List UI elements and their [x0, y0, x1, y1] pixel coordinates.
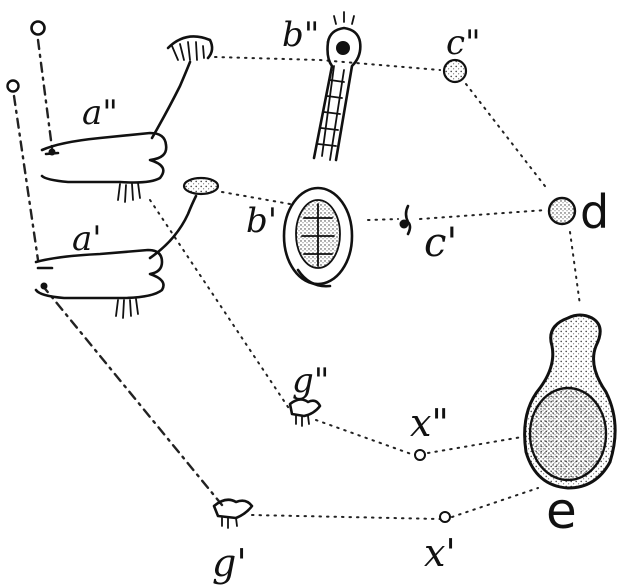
- antheridium-b1: [284, 188, 352, 286]
- spore-top: [32, 22, 45, 35]
- gametophyte-a1: [36, 178, 218, 318]
- spore-x1: [440, 512, 450, 522]
- label-g1: g': [212, 541, 247, 585]
- spore-x2: [415, 450, 425, 460]
- label-a1: a': [72, 219, 102, 259]
- line-g2-x2: [316, 420, 414, 455]
- label-x2: x": [410, 401, 449, 445]
- line-spore-a2: [38, 40, 52, 148]
- line-a1-g1: [42, 285, 222, 505]
- sporophyte-e: [525, 315, 616, 488]
- protonema-g2: [290, 399, 320, 426]
- label-x1: x': [424, 531, 456, 575]
- egg-c2: [444, 60, 466, 82]
- label-g2: g": [292, 361, 329, 401]
- gametophyte-a2: [42, 36, 212, 202]
- line-c2-d: [466, 84, 548, 190]
- label-c1: c': [424, 220, 457, 266]
- zygote-d: [549, 198, 575, 224]
- line-spore-a1: [14, 96, 38, 260]
- label-b2: b": [282, 15, 319, 55]
- line-x1-e: [452, 488, 538, 517]
- label-c2: c": [446, 23, 481, 63]
- line-d-e: [570, 232, 580, 305]
- line-c1-d: [420, 210, 546, 219]
- archegonium-b2: [314, 12, 360, 160]
- label-a2: a": [82, 93, 118, 133]
- label-d: d: [580, 185, 609, 239]
- spore-left: [8, 81, 19, 92]
- line-b1-c1: [368, 219, 398, 220]
- label-b1: b': [246, 201, 277, 241]
- line-g1-x1: [252, 515, 440, 519]
- label-e: e: [546, 482, 577, 540]
- sperm-c1: [400, 206, 411, 234]
